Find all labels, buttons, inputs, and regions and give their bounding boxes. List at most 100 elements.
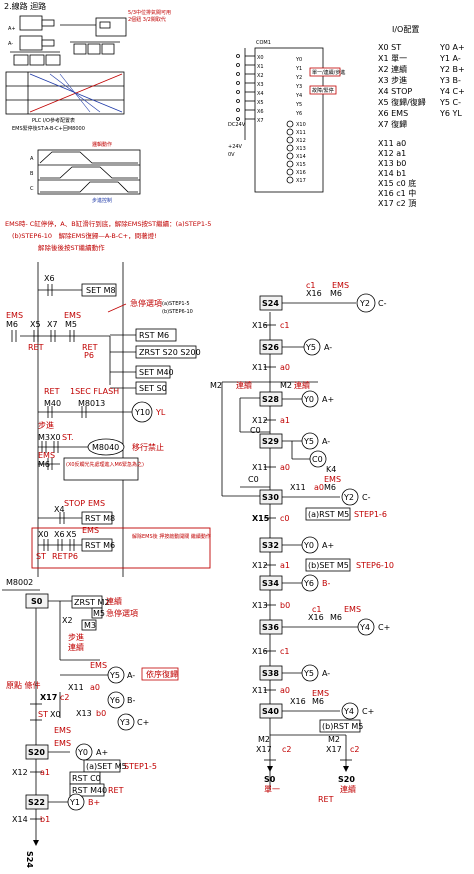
- s20-step: S20: [28, 748, 45, 757]
- rung2-opt-a: (a)STEP1-5: [162, 301, 190, 307]
- s28-x12: X12: [252, 416, 268, 425]
- io-output-item: Y1 A-: [439, 54, 461, 63]
- plc-box-label-2: 故障/緊停: [312, 87, 334, 94]
- rung2-ems-label: EMS: [6, 311, 23, 320]
- sensor-label: X11: [296, 130, 306, 136]
- plc-input-label: X7: [257, 118, 264, 124]
- rung2-note: 急停選項: [130, 298, 162, 308]
- init-zrst: ZRST M2: [74, 598, 110, 607]
- s40-coil: Y4: [343, 707, 354, 716]
- io-sensor-item: X16 c1 中: [378, 188, 416, 198]
- init-x17-note: c2: [60, 693, 70, 702]
- y5-coil: [107, 666, 125, 684]
- switch-icon: [236, 90, 240, 94]
- arrow-down-icon: [33, 840, 39, 846]
- s32-set-m5: (b)SET M5: [308, 561, 349, 570]
- s30-x11-note: a0: [314, 483, 324, 492]
- plc-wiring: X0X1X2X3X4X5X6X7Y0Y1Y2Y3Y4Y5Y6X10X11X12X…: [236, 47, 341, 193]
- s32-coil-note: A+: [322, 541, 334, 550]
- arrow-down-icon: [343, 766, 349, 772]
- y0-coil-s32: [301, 536, 319, 554]
- s40-m6: M6: [312, 697, 324, 706]
- io-input-item: X4 STOP: [378, 87, 412, 96]
- s28-c0: C0: [250, 426, 261, 435]
- io-input-item: X7 復歸: [378, 119, 407, 129]
- io-input-item: X1 單一: [378, 54, 407, 63]
- svg-text:A-: A-: [8, 41, 13, 47]
- init-restore: 依序復歸: [146, 669, 178, 679]
- s26-m2: M2: [210, 381, 222, 390]
- io-input-item: X5 復歸/復歸: [378, 97, 426, 107]
- plc-input-label: X2: [257, 73, 264, 79]
- init-y3: Y3: [119, 718, 130, 727]
- s40-end-left: S0: [264, 775, 276, 784]
- rung2-c4: M5: [65, 320, 77, 329]
- y6-coil: [107, 691, 125, 709]
- restore-box: [141, 667, 179, 681]
- rung6-coil: RST M8: [85, 514, 115, 523]
- rung3-c2: M8013: [78, 399, 105, 408]
- plc-io-table: [5, 71, 125, 115]
- io-input-item: X6 EMS: [378, 109, 408, 118]
- sensor-label: X13: [296, 146, 306, 152]
- lamp-icon: [286, 176, 294, 184]
- s32-set-m5-box: [305, 558, 351, 572]
- svg-text:C: C: [30, 186, 34, 192]
- set-m8-coil: [81, 283, 117, 297]
- io-output-item: Y3 B-: [439, 76, 461, 85]
- plc-box-label-1: 單一/連續/步進: [312, 69, 345, 76]
- s29-c0: C0: [248, 475, 259, 484]
- init-x13-note: b0: [96, 709, 106, 718]
- timing-caption: 步進控制: [92, 197, 112, 204]
- switch-icon: [236, 108, 240, 112]
- rung2-opt-b: (b)STEP6-10: [162, 309, 193, 315]
- rung7-ems: EMS: [82, 526, 99, 535]
- rung5-c1: M6: [38, 460, 50, 469]
- timing-title: 邏輯動作: [92, 141, 112, 148]
- lamp-icon: [286, 144, 294, 152]
- arrow-down-icon: [267, 766, 273, 772]
- rung7-ret: RET: [52, 552, 68, 561]
- s30-ems: EMS: [324, 475, 341, 484]
- rung2-ems-label-2: EMS: [64, 311, 81, 320]
- y6-coil-s34: [301, 574, 319, 592]
- lamp-icon: [286, 136, 294, 144]
- io-output-item: Y5 C-: [439, 98, 461, 107]
- section-title: 2.線路 迴路: [4, 1, 46, 11]
- s30-x15: X15: [252, 514, 270, 523]
- io-output-item: Y2 B+: [439, 65, 465, 74]
- rung6-stop: STOP: [64, 499, 85, 508]
- s24-m6: M6: [330, 289, 342, 298]
- svg-text:A: A: [30, 156, 34, 162]
- s34-x13: X13: [252, 601, 268, 610]
- s20-y0: Y0: [77, 748, 88, 757]
- s40-c2: c2: [282, 745, 292, 754]
- s30-m6: M6: [324, 483, 336, 492]
- s20-ret: RET: [108, 786, 124, 795]
- s36-step: S36: [262, 623, 279, 632]
- s40-ret: RET: [318, 795, 334, 804]
- s36-m6: M6: [330, 613, 342, 622]
- rung7-p6: P6: [68, 552, 78, 561]
- s24-x16-note: c1: [280, 321, 290, 330]
- io-input-item: X0 ST: [378, 43, 401, 52]
- s36-c1: c1: [312, 605, 322, 614]
- rung2-c2: X5: [30, 320, 41, 329]
- init-ems2: EMS: [54, 726, 71, 735]
- io-sensor-item: X15 c0 底: [378, 178, 416, 188]
- rung1-contact: X6: [44, 274, 55, 283]
- s40-m2b: M2: [328, 735, 340, 744]
- s40-rst-m5-box: [319, 719, 361, 733]
- s34-step: S34: [262, 579, 279, 588]
- s26-m2b-note: 連續: [294, 380, 310, 390]
- s40-x17: X17: [256, 745, 272, 754]
- y1-coil: [67, 793, 85, 811]
- s34-coil: Y6: [303, 579, 314, 588]
- rung6-c1: X4: [54, 505, 65, 514]
- rung5-ems: EMS: [38, 451, 55, 460]
- rung2-ret-label: RET: [28, 343, 44, 352]
- s30-c0: c0: [280, 514, 290, 523]
- y2-coil-s30: [341, 488, 359, 506]
